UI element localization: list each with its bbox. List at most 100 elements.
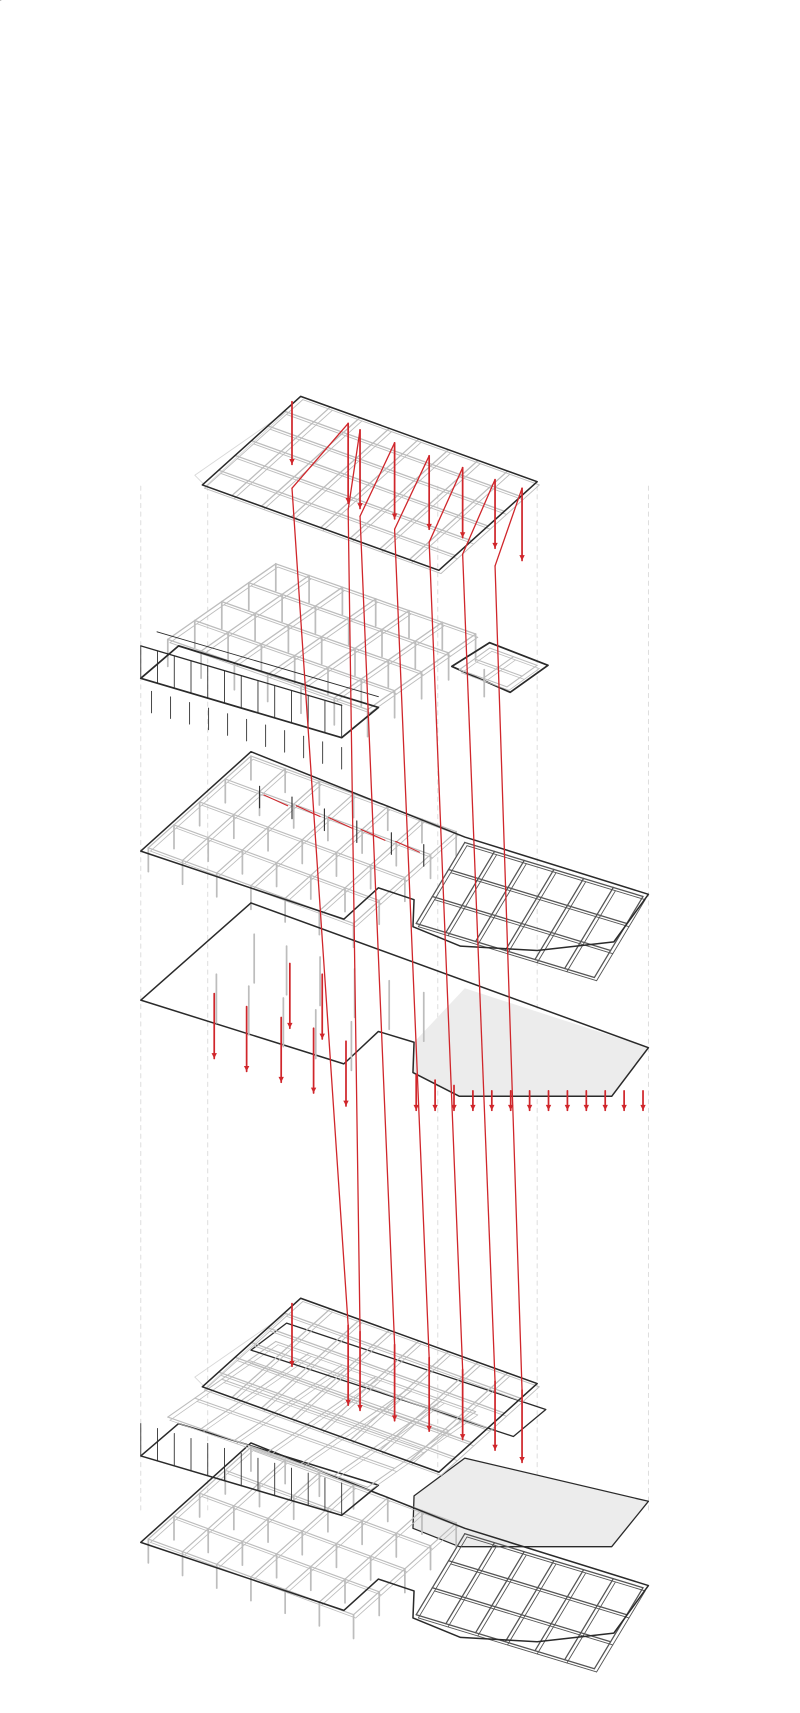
load-path-diagonal <box>461 553 496 1383</box>
beam <box>234 1356 473 1444</box>
beam-edge <box>250 585 452 657</box>
beam-edge <box>277 1344 479 1416</box>
beam <box>504 1560 555 1643</box>
beam <box>534 1569 585 1652</box>
beam <box>267 425 506 512</box>
beam <box>447 868 628 925</box>
beam-edge <box>223 604 425 676</box>
beam <box>593 895 644 979</box>
arrow-head <box>564 1104 571 1111</box>
beam <box>167 638 369 711</box>
beam-edge <box>466 1536 646 1592</box>
roof-overhang <box>194 1312 288 1389</box>
beam-edge <box>596 1590 646 1673</box>
assembled-mid-plate <box>250 1322 547 1438</box>
beam-edge <box>201 1496 408 1573</box>
beam <box>445 850 496 934</box>
beam <box>445 1542 496 1625</box>
arrow-head <box>345 1399 351 1406</box>
arrow-head <box>451 1104 457 1111</box>
load-path-diagonal <box>428 467 464 543</box>
arrow-head <box>391 1415 398 1421</box>
arrow-head <box>289 459 295 465</box>
arrow-head <box>278 1076 284 1083</box>
arrow-head <box>310 1087 317 1094</box>
load-path-diagonal <box>393 455 430 530</box>
beam-edge <box>447 1545 498 1628</box>
arrow-head <box>343 1100 349 1106</box>
beam <box>489 647 538 666</box>
beam <box>504 868 555 952</box>
arrow-head <box>413 1104 419 1111</box>
arrow-head <box>545 1104 552 1111</box>
beam-edge <box>285 1315 524 1403</box>
beam-edge <box>507 872 557 955</box>
roof-outline <box>201 1297 538 1473</box>
load-path-diagonal <box>347 509 361 1333</box>
beam <box>534 877 585 961</box>
arrow-head <box>243 1066 250 1072</box>
arrow-head <box>526 1104 533 1111</box>
roof-overhang <box>194 411 288 487</box>
beam-edge <box>466 845 646 901</box>
assembled-structure <box>0 0 650 1673</box>
beam-edge <box>196 1401 398 1472</box>
arrow-head <box>602 1104 608 1111</box>
beam-edge <box>596 899 646 982</box>
beam-edge <box>269 428 508 515</box>
arrow-head <box>489 1104 495 1111</box>
beam <box>564 886 614 970</box>
beam <box>248 582 450 654</box>
railing-top <box>140 645 343 706</box>
shaded-slab <box>412 988 649 1097</box>
beam <box>564 1578 614 1661</box>
beam <box>431 895 612 952</box>
beam-edge <box>196 623 398 695</box>
beam-edge <box>461 672 510 691</box>
beam <box>431 1587 612 1643</box>
arrow-head <box>470 1104 476 1111</box>
floor-outline <box>140 1442 650 1643</box>
load-path-diagonal <box>291 422 349 489</box>
arrow-head <box>287 1022 293 1029</box>
beam <box>593 1587 644 1670</box>
beam-edge <box>236 1360 475 1447</box>
beam-edge <box>220 1374 458 1462</box>
arrow-head <box>426 1425 432 1432</box>
beam-edge <box>566 1581 616 1664</box>
beam-edge <box>450 872 630 928</box>
beam <box>458 669 508 688</box>
vertical-guide-lines <box>140 485 649 1513</box>
load-path-diagonal <box>359 442 396 517</box>
beam <box>221 1378 423 1451</box>
beam <box>218 469 456 557</box>
beam-edge <box>417 1536 468 1619</box>
arrow-head <box>640 1104 646 1111</box>
railing-top-back <box>156 631 379 698</box>
beam-edge <box>204 487 442 574</box>
beam-edge <box>491 650 540 669</box>
arrow-head <box>426 523 432 530</box>
small-platform <box>450 641 549 694</box>
base-slab-layer <box>140 902 650 1112</box>
beam-edge <box>204 1389 442 1476</box>
load-path-diagonal <box>359 515 396 1346</box>
beam <box>283 1312 522 1399</box>
beam-edge <box>477 1554 527 1637</box>
beam-edge <box>285 413 524 501</box>
arrow-head <box>492 1444 498 1451</box>
beam-grid-layer <box>139 562 549 770</box>
beam <box>415 1614 596 1670</box>
load-path-diagonal <box>347 429 361 511</box>
arrow-head <box>319 1033 325 1040</box>
beam-edge <box>507 1563 557 1646</box>
beam-edge <box>302 1301 540 1388</box>
beam-edge <box>220 472 458 560</box>
beam-edge <box>252 758 459 836</box>
beam-edge <box>253 1345 491 1432</box>
load-path-diagonal <box>291 487 349 1326</box>
beam-edge <box>253 443 491 530</box>
beam <box>474 1551 525 1634</box>
load-path-diagonal <box>494 487 523 567</box>
